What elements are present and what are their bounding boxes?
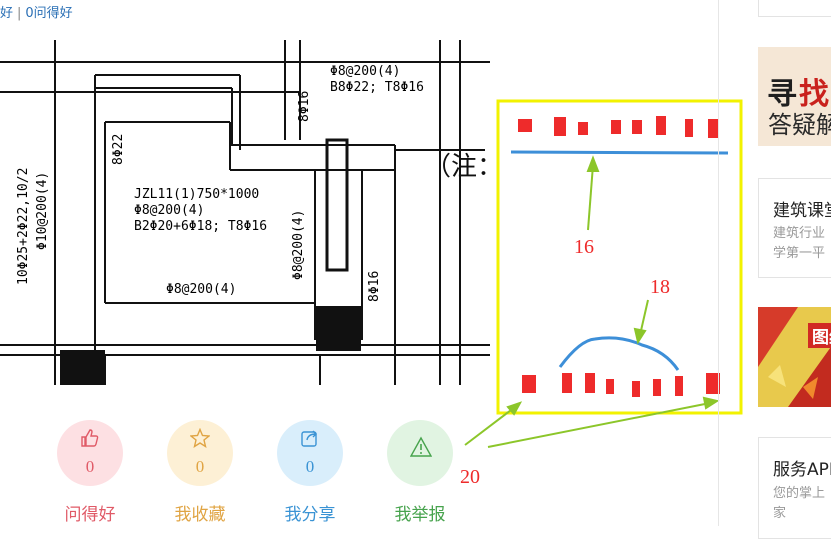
card1-desc: 建筑行业 学第一平 [773,224,825,264]
label-16: 16 [574,236,594,258]
bottom-curve [558,336,680,371]
share-label: 我分享 [284,505,336,525]
banner2-art [758,307,831,407]
label-20: 20 [460,466,480,488]
action-share[interactable]: 0 我分享 [260,420,360,525]
good-question-label: 问得好 [64,505,116,525]
arrow-18-icon [633,299,649,345]
cad-beam-name: JZL11(1)750*1000 [134,187,259,202]
question-stats: 好|0问得好 [0,2,73,21]
sidebar-card-architecture-class[interactable]: 建筑课堂 建筑行业 学第一平 [758,178,831,278]
thumbs-up-icon [81,429,99,447]
action-good-question[interactable]: 0 问得好 [40,420,140,525]
card2-desc: 您的掌上 家 [773,484,825,524]
cad-right-v2: 8Φ16 [367,271,382,302]
cad-bottom-label: Φ8@200(4) [166,282,236,297]
cad-beam-bars: B2Φ20+6Φ18; T8Φ16 [134,219,267,234]
top-line [510,150,729,155]
cad-mid-v2: 8Φ16 [297,91,312,122]
separator: | [17,6,22,21]
cad-left-v1: 10Φ25+2Φ22,10/2 [16,168,31,285]
report-label: 我举报 [394,505,446,525]
banner2-text: 图纸 [808,323,831,348]
good-question-count: 0 [85,457,95,476]
action-favorite[interactable]: 0 我收藏 [150,420,250,525]
stat-good-fragment[interactable]: 好 [0,6,14,21]
banner1-line1: 寻找 [767,69,831,113]
favorite-label: 我收藏 [174,505,226,525]
favorite-circle[interactable]: 0 [167,420,233,486]
share-circle[interactable]: 0 [277,420,343,486]
highlight-box [496,99,743,415]
share-icon [301,430,317,447]
cad-label-top2: B8Φ22; T8Φ16 [330,80,424,95]
sidebar-banner-drawings[interactable]: 图纸 [758,307,831,407]
sidebar-card-service-app[interactable]: 服务APP 您的掌上 家 [758,437,831,539]
card2-desc-line1: 您的掌上 [773,486,826,501]
share-count: 0 [305,457,315,476]
sidebar-top-box [758,0,831,17]
action-report[interactable]: 我举报 [370,420,470,525]
cad-label-top: Φ8@200(4) [330,64,400,79]
report-circle[interactable] [387,420,453,486]
warning-icon [410,436,432,457]
arrow-20-icon [464,396,720,448]
card2-desc-line2: 家 [773,506,787,521]
card1-title: 建筑课堂 [773,201,831,221]
cad-right-v1: Φ8@200(4) [291,210,306,280]
cad-left-v2: Φ10@200(4) [35,172,50,250]
cad-note: （注： [425,152,490,181]
card1-desc-line2: 学第一平 [773,246,826,261]
action-bar: 0 问得好 0 我收藏 0 我分享 我举报 [40,420,480,526]
favorite-count: 0 [195,457,205,476]
label-18: 18 [650,276,670,298]
banner1-line2: 答疑解 [768,111,831,139]
content-divider [718,0,719,526]
cad-beam-stirrup: Φ8@200(4) [134,203,204,218]
top-rebar-marks [518,116,718,138]
annotation-overlay: 16 18 20 [460,95,750,495]
banner1-char-b: 找 [799,77,831,112]
card2-title: 服务APP [773,460,831,480]
banner1-char-a: 寻 [767,77,799,112]
star-icon [190,428,210,448]
stat-good-count[interactable]: 0问得好 [25,6,73,21]
arrow-16-icon [586,155,600,231]
card1-desc-line1: 建筑行业 [773,226,826,241]
bottom-rebar-marks [522,373,720,397]
good-question-circle[interactable]: 0 [57,420,123,486]
sidebar-banner-find-answers[interactable]: 寻找 答疑解 [758,47,831,146]
cad-mid-v1: 8Φ22 [111,134,126,165]
cad-drawing-image: Φ8@200(4) B8Φ22; T8Φ16 （注： JZL11(1)750*1… [0,40,490,385]
